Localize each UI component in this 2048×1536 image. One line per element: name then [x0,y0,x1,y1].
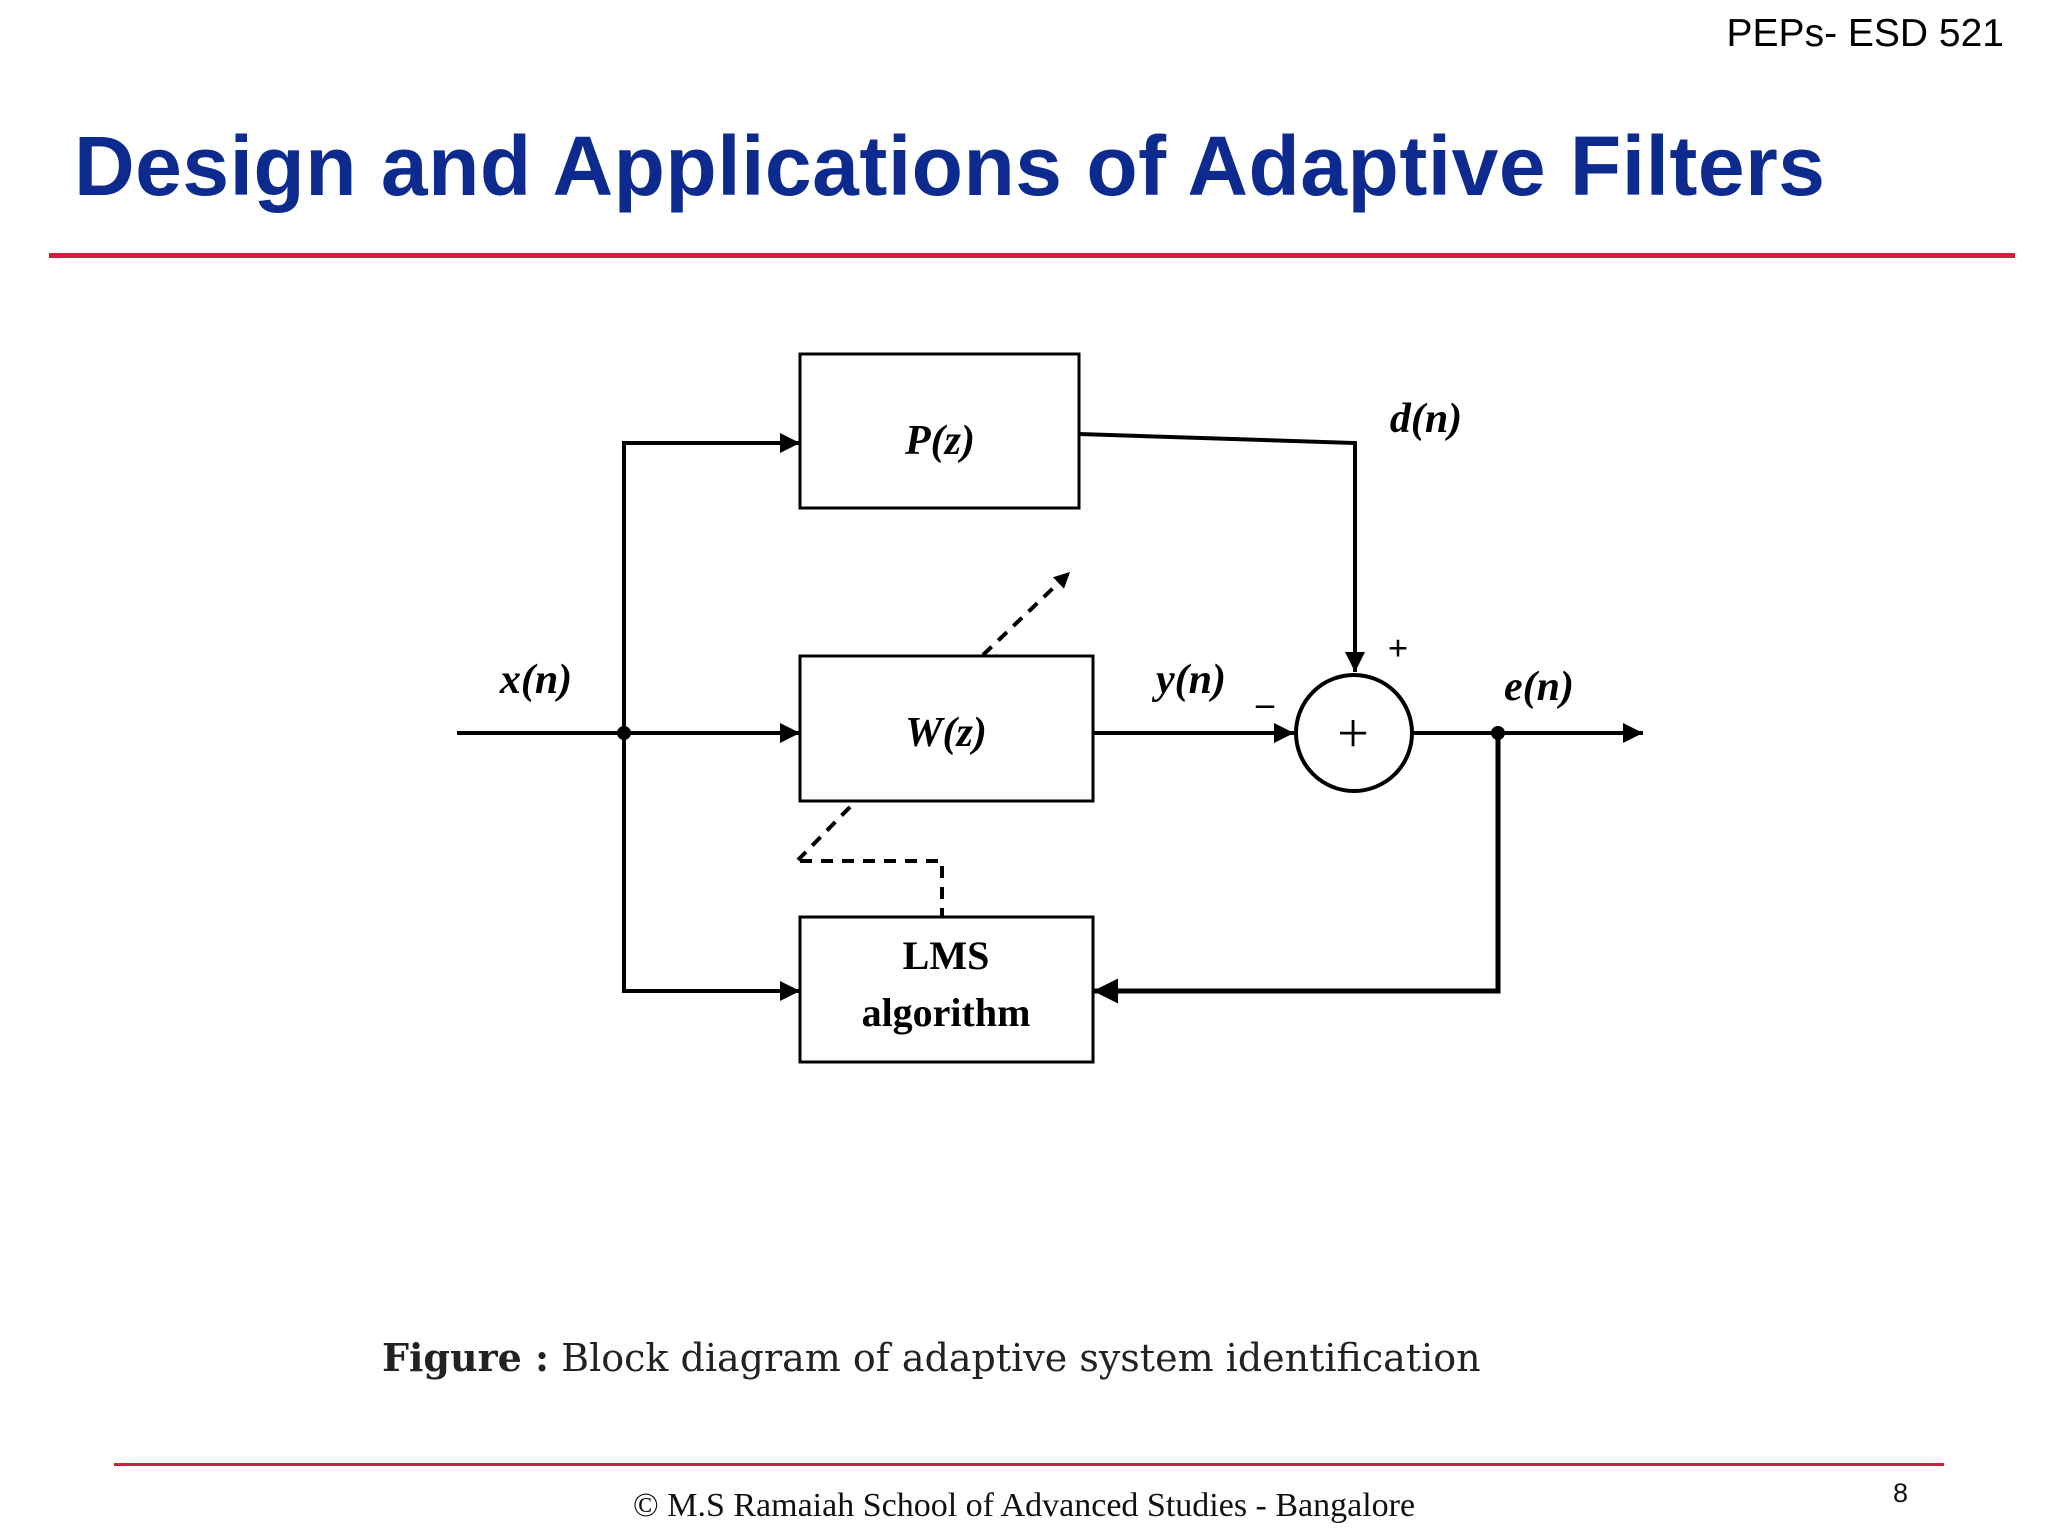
summer-symbol: + [1337,703,1369,765]
lms-block [798,915,1095,1064]
footer-copyright: © M.S Ramaiah School of Advanced Studies… [632,1487,1416,1524]
course-code: PEPs- ESD 521 [1726,12,2004,55]
desired-signal-line [1078,432,1365,672]
slide-title: Design and Applications of Adaptive Filt… [74,119,1826,213]
footer-divider [114,1463,1944,1466]
adaptation-arrow [981,570,1072,657]
output-signal-label: y(n) [1151,657,1226,703]
plant-block [798,352,1081,510]
lms-label-line2: algorithm [862,990,1031,1035]
caption-text: Block diagram of adaptive system identif… [549,1336,1481,1380]
page-number: 8 [1893,1478,1909,1508]
plus-sign: + [1388,628,1409,668]
error-signal-label: e(n) [1504,664,1574,710]
adaptation-arrow-tail [796,805,852,862]
adaptive-filter-block [798,654,1095,803]
lms-label-line1: LMS [903,933,990,978]
adaptive-filter-label: W(z) [905,710,987,756]
title-divider [49,253,2015,258]
lms-control-line [800,859,944,917]
error-feedback-line [1093,733,1501,1004]
input-signal-label: x(n) [499,657,572,703]
caption-label: Figure : [382,1335,550,1380]
minus-sign: _ [1255,671,1275,711]
desired-signal-label: d(n) [1390,396,1462,442]
plant-label: P(z) [904,418,975,464]
figure-caption: Figure : Block diagram of adaptive syste… [382,1335,1481,1380]
